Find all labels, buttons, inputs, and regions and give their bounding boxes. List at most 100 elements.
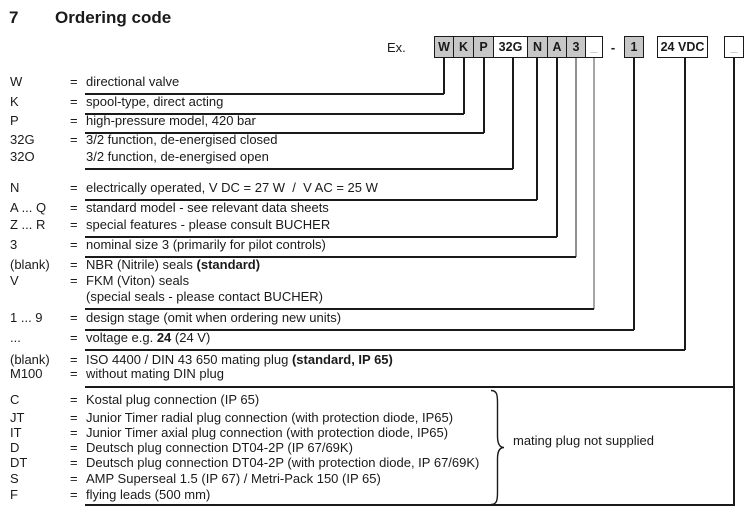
row-code: S <box>10 471 19 486</box>
row-equals: = <box>70 132 78 147</box>
connector-vline-a <box>556 58 558 237</box>
row-desc: FKM (Viton) seals <box>86 273 190 288</box>
row-desc: without mating DIN plug <box>86 366 225 381</box>
row-equals: = <box>70 237 78 252</box>
mating-plug-note: mating plug not supplied <box>513 433 654 448</box>
row-desc: design stage (omit when ordering new uni… <box>86 310 342 325</box>
connector-underline-k <box>85 113 464 115</box>
connector-underline-az <box>85 236 557 238</box>
connector-vline-3 <box>575 58 577 257</box>
connector-underline-plugs <box>85 504 734 506</box>
row-desc: voltage e.g. 24 (24 V) <box>86 330 211 345</box>
row-desc: (special seals - please contact BUCHER) <box>86 289 323 304</box>
row-desc: high-pressure model, 420 bar <box>86 113 256 128</box>
row-equals: = <box>70 471 78 486</box>
row-equals: = <box>70 410 78 425</box>
row-desc: standard model - see relevant data sheet… <box>86 200 329 215</box>
row-equals: = <box>70 200 78 215</box>
row-desc: ISO 4400 / DIN 43 650 mating plug (stand… <box>86 352 393 367</box>
connector-vline-n <box>536 58 538 200</box>
row-desc: special features - please consult BUCHER <box>86 217 331 232</box>
code-box-voltage: 24 VDC <box>657 36 708 58</box>
code-box-k: K <box>453 36 474 58</box>
row-code: Z ... R <box>10 217 46 232</box>
row-code: 1 ... 9 <box>10 310 43 325</box>
row-equals: = <box>70 180 78 195</box>
row-equals: = <box>70 330 78 345</box>
row-equals: = <box>70 487 78 502</box>
row-code: K <box>10 94 19 109</box>
row-equals: = <box>70 94 78 109</box>
row-desc: 3/2 function, de-energised closed <box>86 132 278 147</box>
row-code: JT <box>10 410 25 425</box>
row-equals: = <box>70 352 78 367</box>
row-equals: = <box>70 273 78 288</box>
row-code: N <box>10 180 20 195</box>
connector-vline-seals <box>593 58 595 309</box>
row-code: 32G <box>10 132 35 147</box>
row-desc: electrically operated, V DC = 27 W / V A… <box>86 180 378 195</box>
row-equals: = <box>70 366 78 381</box>
separator-dash: - <box>610 39 616 55</box>
row-equals: = <box>70 310 78 325</box>
row-code: IT <box>10 425 22 440</box>
row-code: A ... Q <box>10 200 47 215</box>
connector-vline-voltage <box>684 58 686 350</box>
row-code: P <box>10 113 19 128</box>
row-desc: spool-type, direct acting <box>86 94 224 109</box>
row-equals: = <box>70 425 78 440</box>
row-equals: = <box>70 113 78 128</box>
connector-vline-w <box>443 58 445 94</box>
row-desc: flying leads (500 mm) <box>86 487 211 502</box>
row-desc: Deutsch plug connection DT04-2P (IP 67/6… <box>86 440 353 455</box>
connector-underline-3 <box>85 256 576 258</box>
row-code: V <box>10 273 19 288</box>
row-code: M100 <box>10 366 43 381</box>
row-equals: = <box>70 455 78 470</box>
code-box-32g: 32G <box>493 36 528 58</box>
example-label: Ex. <box>387 40 406 55</box>
row-code: ... <box>10 330 21 345</box>
connector-underline-seals <box>85 308 594 310</box>
row-equals: = <box>70 217 78 232</box>
code-box-3: 3 <box>566 36 586 58</box>
section-number: 7 <box>9 8 19 27</box>
grouping-brace-icon <box>490 389 505 506</box>
connector-vline-p <box>483 58 485 133</box>
code-box-w: W <box>434 36 454 58</box>
code-box-p: P <box>473 36 494 58</box>
connector-vline-k <box>463 58 465 114</box>
row-desc: Junior Timer radial plug connection (wit… <box>86 410 454 425</box>
row-code: F <box>10 487 18 502</box>
row-desc: 3/2 function, de-energised open <box>86 149 269 164</box>
row-code: (blank) <box>10 257 50 272</box>
row-code: DT <box>10 455 28 470</box>
row-code: W <box>10 74 23 89</box>
row-equals: = <box>70 440 78 455</box>
row-code: (blank) <box>10 352 50 367</box>
row-code: 3 <box>10 237 18 252</box>
row-desc: NBR (Nitrile) seals (standard) <box>86 257 261 272</box>
row-desc: AMP Superseal 1.5 (IP 67) / Metri-Pack 1… <box>86 471 381 486</box>
connector-underline-p <box>85 132 484 134</box>
connector-vline-32g <box>512 58 514 169</box>
row-code: C <box>10 392 20 407</box>
connector-underline-design <box>85 329 634 331</box>
connector-underline-n <box>85 199 537 201</box>
connector-vline-design <box>633 58 635 330</box>
row-equals: = <box>70 392 78 407</box>
page-title: Ordering code <box>55 8 172 27</box>
connector-underline-w <box>85 93 444 95</box>
connector-vline-plug <box>733 58 735 506</box>
row-desc: nominal size 3 (primarily for pilot cont… <box>86 237 326 252</box>
code-box-n: N <box>527 36 548 58</box>
row-code: D <box>10 440 20 455</box>
code-box-design-stage: 1 <box>624 36 644 58</box>
row-equals: = <box>70 74 78 89</box>
row-code: 32O <box>10 149 35 164</box>
code-box-blank-plug: _ <box>724 36 744 58</box>
row-desc: directional valve <box>86 74 180 89</box>
code-box-blank-seals: _ <box>585 36 603 58</box>
connector-underline-32 <box>85 168 513 170</box>
